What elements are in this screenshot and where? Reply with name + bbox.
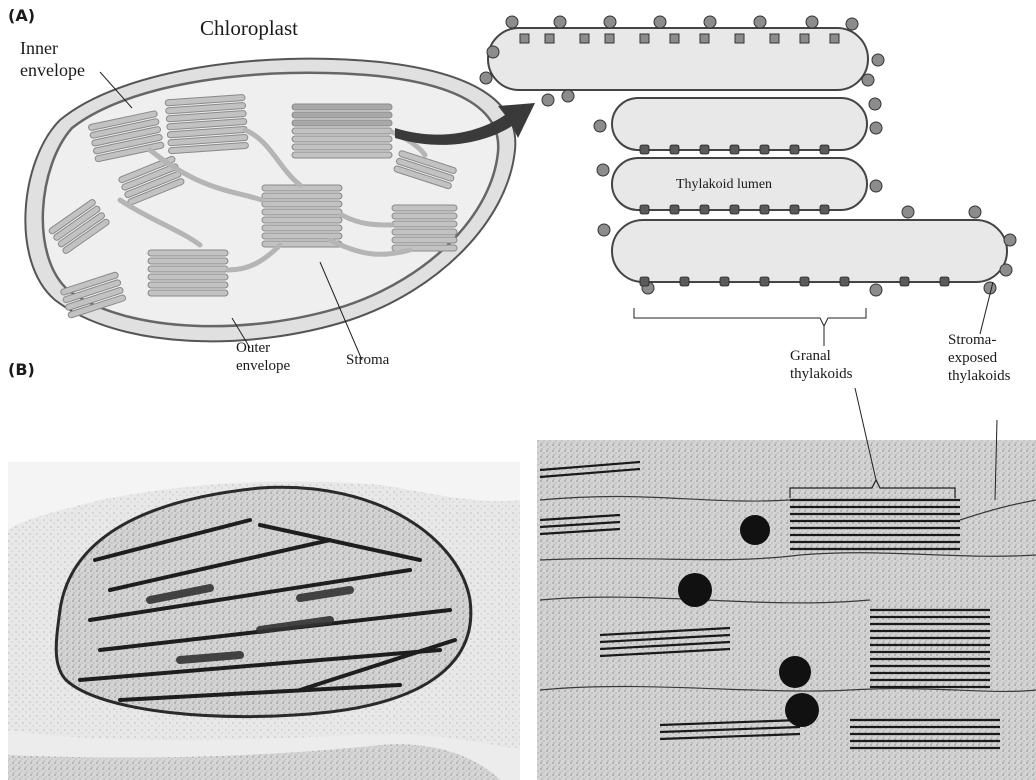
panel-label-a: (A) bbox=[8, 6, 35, 25]
chloroplast-drawing bbox=[25, 59, 515, 342]
panel-label-b: (B) bbox=[8, 360, 35, 379]
thylakoid-lumen-label: Thylakoid lumen bbox=[676, 176, 772, 193]
inner-envelope-label-line1: Inner bbox=[20, 38, 58, 59]
granum bbox=[165, 94, 249, 153]
stroma-exposed-label-line1: Stroma- bbox=[948, 332, 996, 349]
micrograph-left bbox=[8, 462, 520, 780]
granal-thylakoids-label-line1: Granal bbox=[790, 348, 831, 365]
granum bbox=[292, 104, 392, 158]
stroma-exposed-label-line3: thylakoids bbox=[948, 368, 1011, 385]
micrograph-right bbox=[537, 388, 1036, 780]
inner-envelope-label-line2: envelope bbox=[20, 60, 85, 81]
stroma-label: Stroma bbox=[346, 352, 389, 369]
stroma-thylakoid-bottom bbox=[612, 220, 1007, 282]
granal-brace bbox=[634, 308, 866, 326]
outer-envelope-label-line2: envelope bbox=[236, 358, 290, 375]
granal-thylakoids-label-line2: thylakoids bbox=[790, 366, 853, 383]
stroma-exposed-label-line2: exposed bbox=[948, 350, 997, 367]
granal-thylakoid-1 bbox=[612, 98, 867, 150]
outer-envelope-label-line1: Outer bbox=[236, 340, 270, 357]
chloroplast-title: Chloroplast bbox=[200, 16, 298, 40]
